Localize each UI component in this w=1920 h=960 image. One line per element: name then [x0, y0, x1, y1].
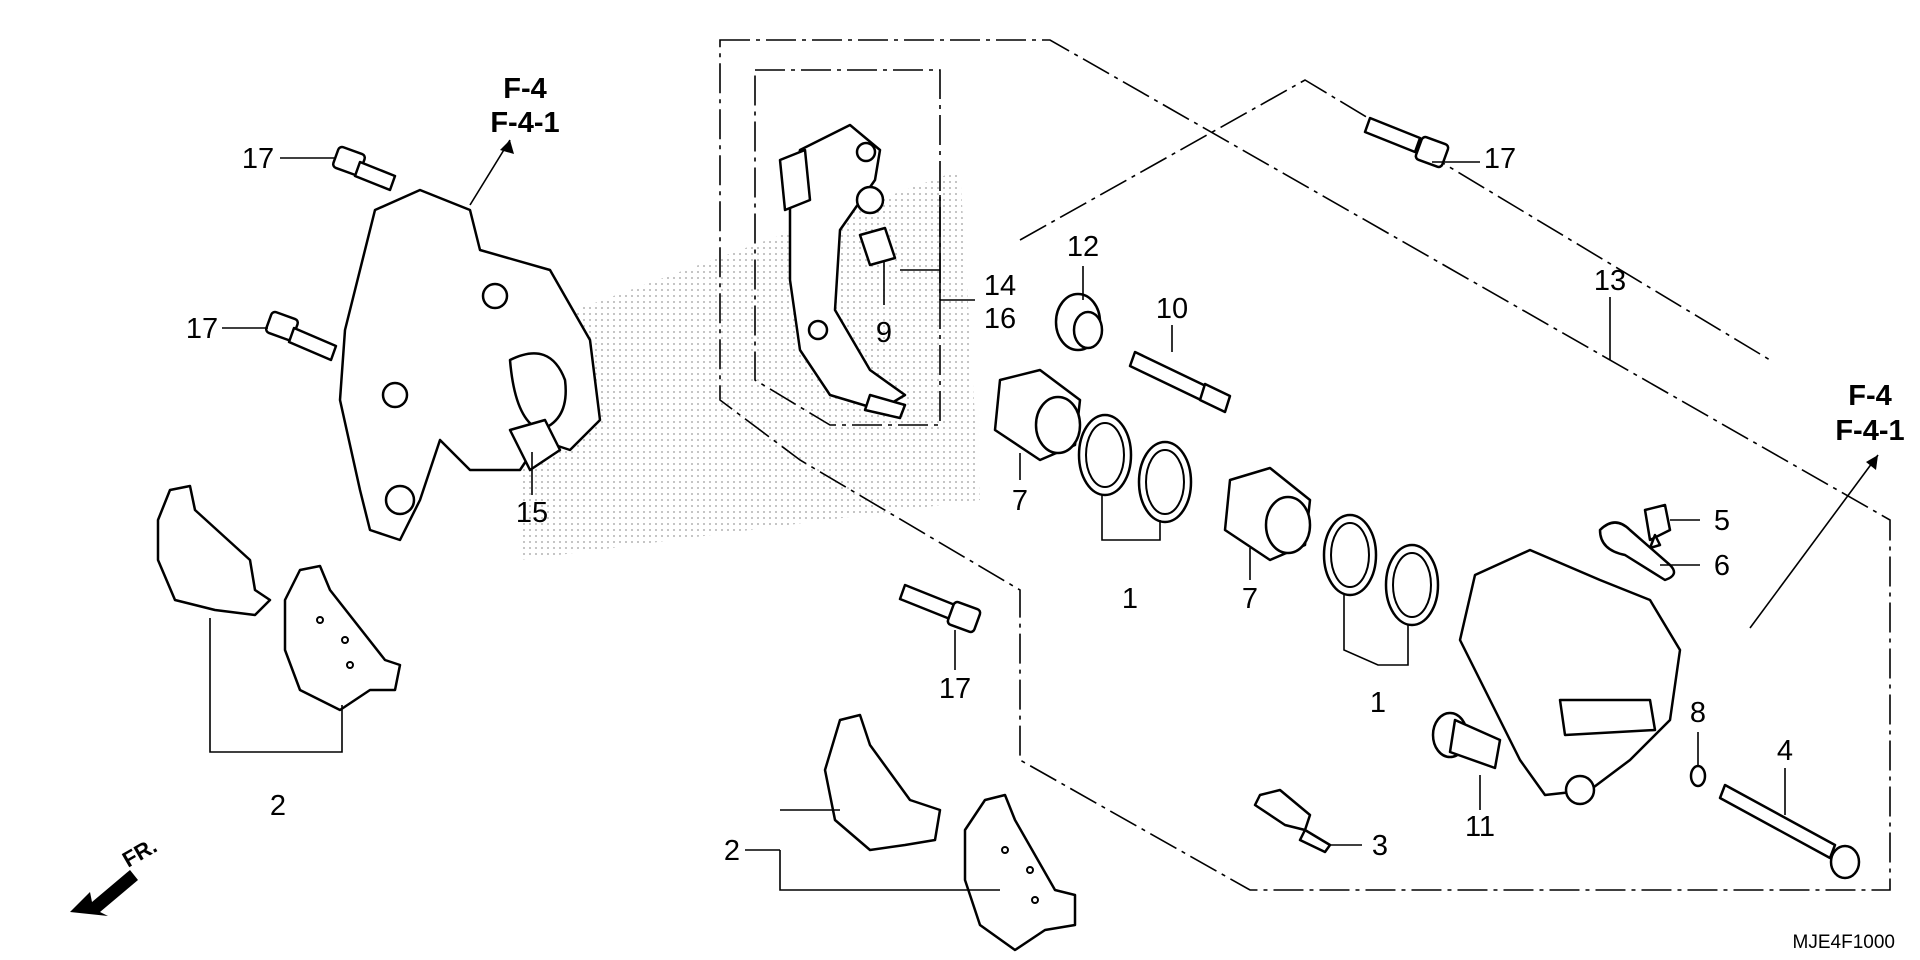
pin-11 — [1431, 711, 1502, 770]
brake-pad-lower-inner — [823, 713, 942, 852]
brake-pad-left-inner — [156, 484, 272, 617]
bleeder-5 — [1643, 503, 1672, 550]
reference-right: F-4 F-4-1 — [1749, 380, 1905, 629]
seal-1-left — [1077, 413, 1193, 524]
cap-6 — [1598, 521, 1676, 582]
reference-right-line2: F-4-1 — [1835, 415, 1904, 447]
right-caliper-body — [1458, 548, 1682, 806]
piston-7-left — [993, 368, 1082, 462]
callout-2-lower: 2 — [724, 835, 740, 867]
assembly-outline-14 — [754, 69, 941, 426]
bolt-17-mid-left — [264, 310, 338, 362]
pad-spring-9 — [858, 226, 897, 267]
callout-1-left: 1 — [1122, 583, 1138, 615]
reference-left-line2: F-4-1 — [490, 107, 559, 139]
callout-2-left: 2 — [270, 790, 286, 822]
callout-6: 6 — [1714, 550, 1730, 582]
callout-4: 4 — [1777, 735, 1793, 767]
callout-15: 15 — [516, 497, 548, 529]
callout-1-right: 1 — [1370, 687, 1386, 719]
callout-14: 14 — [984, 270, 1016, 302]
front-arrow-icon: FR. — [70, 833, 161, 916]
bolt-17-upper-left — [331, 145, 397, 192]
brake-pad-lower-outer — [963, 793, 1077, 952]
callout-5: 5 — [1714, 505, 1730, 537]
caliper-bracket — [778, 123, 907, 420]
reference-right-line1: F-4 — [1848, 380, 1892, 412]
reference-left-line1: F-4 — [503, 73, 547, 105]
left-caliper-assembly — [338, 188, 602, 542]
seal-1-right — [1322, 513, 1440, 627]
brake-pad-left-outer — [283, 564, 402, 712]
bolt-17-lower-center — [898, 583, 982, 634]
callout-7-left: 7 — [1012, 485, 1028, 517]
callout-10: 10 — [1156, 293, 1188, 325]
callout-17-lower-center: 17 — [939, 673, 971, 705]
piston-7-right — [1223, 466, 1312, 562]
clip-3 — [1253, 788, 1332, 854]
boot-12 — [1054, 292, 1104, 352]
callout-3: 3 — [1372, 830, 1388, 862]
pin-10 — [1128, 350, 1232, 414]
bolt-17-upper-right — [1363, 116, 1450, 169]
washer-8 — [1689, 764, 1707, 788]
assembly-outline-13 — [719, 39, 1891, 891]
callout-9: 9 — [876, 317, 892, 349]
callout-7-right: 7 — [1242, 583, 1258, 615]
reference-left: F-4 F-4-1 — [469, 73, 560, 206]
callout-8: 8 — [1690, 697, 1706, 729]
callouts: 17 17 17 17 15 2 2 14 16 9 12 10 13 7 7 … — [186, 143, 1793, 867]
figure-code: MJE4F1000 — [1793, 932, 1895, 953]
callout-16: 16 — [984, 303, 1016, 335]
callout-17-upper-left: 17 — [242, 143, 274, 175]
front-marker-label: FR. — [118, 833, 161, 872]
callout-11: 11 — [1465, 811, 1495, 843]
callout-17-upper-right: 17 — [1484, 143, 1516, 175]
callout-12: 12 — [1067, 231, 1099, 263]
watermark — [520, 170, 980, 560]
pin-4 — [1718, 783, 1861, 880]
callout-17-mid-left: 17 — [186, 313, 218, 345]
callout-13: 13 — [1594, 265, 1626, 297]
leader-lines — [209, 157, 1786, 891]
